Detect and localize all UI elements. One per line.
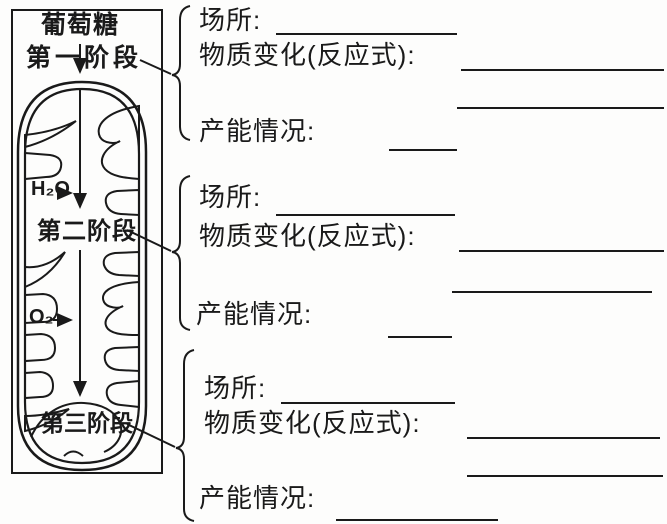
reaction-blank-line2 [457, 107, 664, 109]
h2o-label: H₂O [31, 178, 70, 200]
reaction-blank-line1 [459, 250, 664, 252]
energy-blank [388, 336, 452, 338]
brace-stage3 [175, 349, 195, 522]
reaction-blank-line2 [467, 475, 663, 477]
location-label: 场所: [199, 182, 262, 212]
diagram-frame [11, 9, 163, 474]
brace-stage1 [171, 5, 191, 141]
energy-label: 产能情况: [199, 483, 316, 513]
connector-stage1 [139, 59, 172, 75]
cristae-folds [24, 104, 140, 433]
brace-stage2 [171, 175, 191, 331]
mitochondrion-outer-membrane [16, 80, 148, 472]
curly-braces [171, 5, 195, 522]
location-blank [276, 33, 457, 35]
glucose-label: 葡萄糖 [41, 11, 120, 39]
energy-label: 产能情况: [196, 299, 313, 329]
pathway-arrows [53, 44, 87, 397]
stage1-label: 第一阶段 [26, 44, 143, 72]
location-label: 场所: [204, 373, 267, 403]
reaction-blank-line1 [461, 69, 664, 71]
energy-blank [389, 149, 457, 151]
connector-lines [126, 59, 176, 448]
connector-stage3 [126, 423, 176, 448]
reaction-label: 物质变化(反应式): [199, 221, 416, 251]
stage3-label: 第三阶段 [41, 410, 133, 436]
stage2-label: 第二阶段 [37, 218, 137, 245]
energy-label: 产能情况: [199, 116, 316, 146]
reaction-blank-line2 [452, 291, 652, 293]
location-blank [276, 214, 455, 216]
connector-stage2 [126, 229, 172, 252]
reaction-blank-line1 [467, 437, 660, 439]
energy-blank [336, 519, 498, 521]
location-label: 场所: [199, 5, 262, 35]
o2-label: O₂ [29, 306, 54, 328]
location-blank [281, 402, 455, 404]
reaction-label: 物质变化(反应式): [199, 40, 416, 70]
bottom-pocket-curves [30, 401, 123, 457]
reaction-label: 物质变化(反应式): [204, 408, 421, 438]
